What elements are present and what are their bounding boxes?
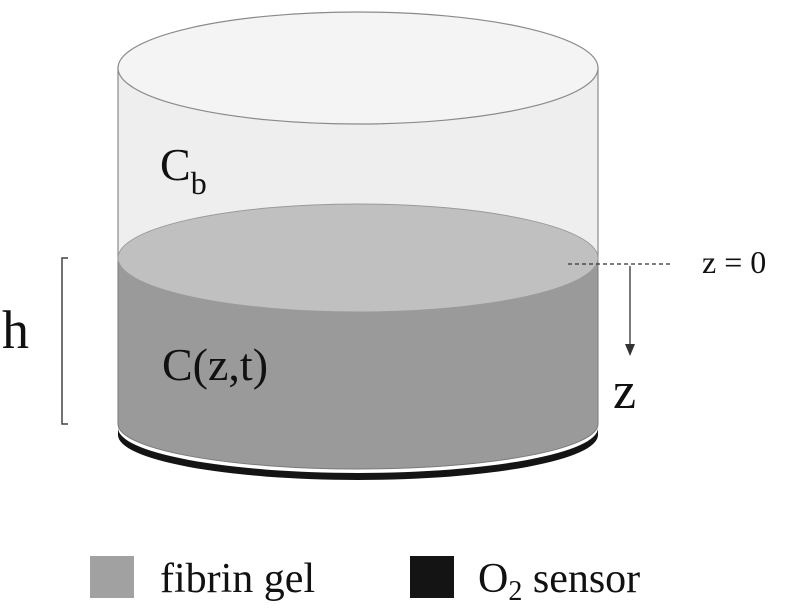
gel-top-surface (117, 203, 599, 313)
bulk-concentration-label: Cb (160, 139, 207, 201)
z-axis-label: z (613, 363, 636, 420)
z-axis-arrow-head (625, 344, 635, 356)
legend-label-o2-sensor: O2 sensor (478, 556, 640, 607)
legend-swatch-fibrin-gel (90, 556, 134, 598)
height-label: h (2, 300, 29, 360)
height-bracket (61, 257, 68, 425)
gel-concentration-label: C(z,t) (162, 339, 268, 390)
fibrin-gel-body (117, 257, 599, 470)
legend-label-fibrin-gel: fibrin gel (160, 556, 315, 602)
container-top-rim (117, 11, 599, 125)
o2-sensor-disk (118, 428, 598, 480)
z-origin-label: z = 0 (702, 244, 766, 280)
legend-swatch-o2-sensor (410, 556, 454, 598)
